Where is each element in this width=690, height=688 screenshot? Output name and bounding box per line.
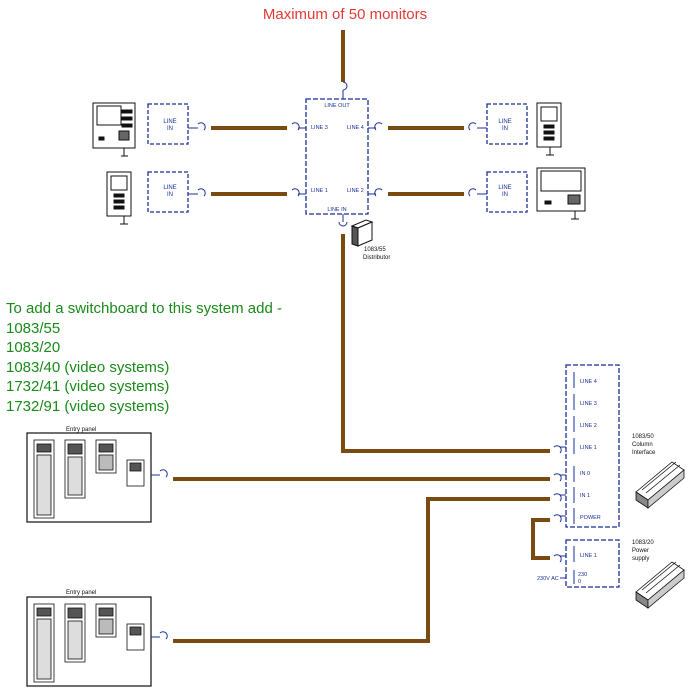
monitor-box-label: IN [502,126,508,132]
entry-panel-modules [33,603,145,683]
switchboard-note-item: 1732/91 (video systems) [6,397,170,415]
monitor-box-label: IN [502,192,508,198]
line1-label: LINE 1 [311,188,328,194]
monitor-box-label: LINE [163,185,176,191]
distributor-name: Distributor [363,255,390,261]
port-label-in1: IN 1 [580,493,590,499]
switchboard-note-item: 1732/41 (video systems) [6,378,170,395]
switchboard-note-item: 1083/20 [6,339,61,356]
entry-panel-2: Entry panel [26,590,168,687]
distributor-module-icon [350,219,374,247]
switchboard-note-item: 1083/55 [6,319,61,337]
distributor-box [305,98,369,215]
entry-panel-terminal [151,631,168,640]
switchboard-note-heading: To add a switchboard to this system add … [6,300,282,317]
entry-panel-label: Entry panel [66,590,96,596]
cable-in1 [173,497,550,643]
monitor-box-label: LINE [163,119,176,125]
power-supply: LINE 1 230 0 230V AC 1083/20 Power suppl… [537,539,685,609]
distributor-code: 1083/55 [364,247,386,253]
power-supply-caption: 1083/20 [632,540,654,546]
monitor-box-bottom-right: LINE IN [468,171,528,213]
monitor-box-label: IN [167,192,173,198]
power-230-label: 230 [578,572,587,578]
port-label-line2: LINE 2 [580,423,597,429]
power-ac-label: 230V AC [537,576,559,582]
diagram-title: Maximum of 50 monitors [262,6,428,23]
monitor-box-label: IN [167,126,173,132]
monitor-box-top-right: LINE IN [468,103,528,145]
monitor-icon [536,167,586,220]
line-out-label: LINE OUT [324,103,350,109]
cable-power [531,518,550,560]
column-interface-caption: 1083/50 [632,434,654,440]
monitor-box-top-left: LINE IN [147,103,206,145]
monitor-box-bottom-left: LINE IN [147,171,206,213]
distributor-terminals [291,81,383,227]
port-label-in0: IN 0 [580,471,590,477]
entry-panel-1: Entry panel [26,427,168,523]
column-interface-terminals [553,372,575,524]
entry-panel-modules [33,439,145,519]
entry-panel-label: Entry panel [66,427,96,433]
line2-label: LINE 2 [347,188,364,194]
entry-panel-terminal [151,469,168,478]
power-supply-box [565,539,620,588]
power-supply-module-icon [635,561,685,609]
monitor-icon [536,102,562,156]
cable-riser-line1 [341,234,550,453]
power-line1-label: LINE 1 [580,553,597,559]
line-in-label: LINE IN [327,207,346,213]
cables [173,30,550,643]
power-supply-caption: Power [632,548,649,554]
port-label-power: POWER [580,515,601,521]
power-supply-terminals [553,546,575,584]
line3-label: LINE 3 [311,125,328,131]
monitor-icon [92,102,136,157]
column-interface: LINE 4 LINE 3 LINE 2 LINE 1 IN 0 IN 1 PO… [553,364,685,528]
switchboard-note: To add a switchboard to this system add … [6,299,282,416]
monitor-box-label: LINE [498,119,511,125]
switchboard-note-item: 1083/40 (video systems) [6,358,170,376]
column-interface-caption: Interface [632,450,656,456]
port-label-line1: LINE 1 [580,445,597,451]
distributor: LINE OUT LINE 3 LINE 4 LINE 1 LINE 2 LIN… [291,81,390,261]
monitor-icon [106,171,132,225]
column-interface-module-icon [635,461,685,509]
port-label-line3: LINE 3 [580,401,597,407]
column-interface-box [565,364,620,528]
power-supply-caption: supply [632,556,649,562]
port-label-line4: LINE 4 [580,379,597,385]
column-interface-caption: Column [632,442,653,448]
line4-label: LINE 4 [347,125,364,131]
monitor-box-label: LINE [498,185,511,191]
power-0-label: 0 [578,579,581,585]
